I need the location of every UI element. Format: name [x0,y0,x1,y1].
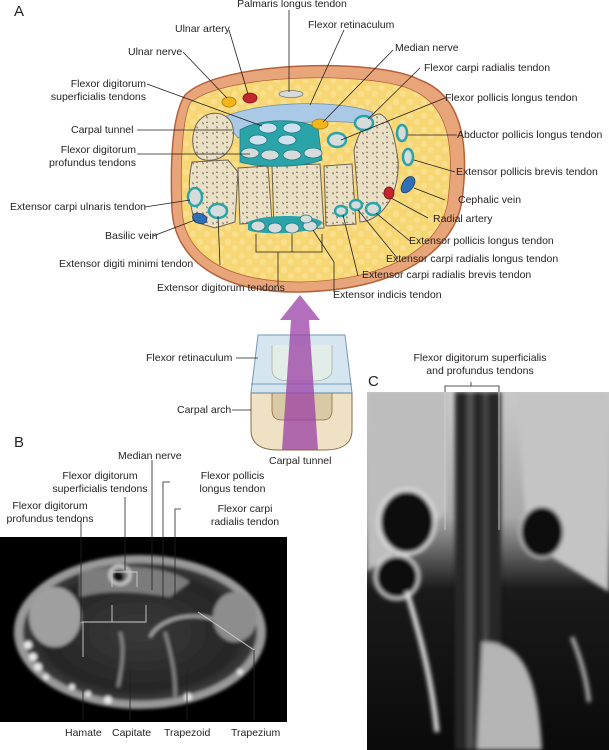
label-hamate: Hamate [65,727,102,739]
panel-a-leader-lines [137,10,457,292]
fcr-tendon [353,114,375,132]
label-fpl-tendon: Flexor pollicis longus tendon [445,92,578,104]
label-ecrb-tendon: Extensor carpi radialis brevis tendon [362,269,532,281]
label-b-fdp-line-2: profundus tendons [6,513,94,525]
label-b-fcr-line-2: radialis tendon [210,516,280,528]
label-c-line-2: and profundus tendons [426,365,534,377]
label-palmaris-longus-tendon: Palmaris longus tendon [237,0,347,10]
epl-tendon [364,201,382,217]
label-fds-line-2: superficialis tendons [50,91,146,103]
mri-coronal-image [367,392,609,750]
ecu-tendon [186,186,204,208]
label-capitate: Capitate [112,727,152,739]
ulnar-artery [242,92,258,104]
flexor-digitorum-tendons [240,122,323,161]
label-basilic-vein: Basilic vein [105,230,158,242]
mri-coronal-render [367,392,609,750]
label-ecu-tendon: Extensor carpi ulnaris tendon [10,201,146,213]
label-ulnar-artery: Ulnar artery [175,23,230,35]
carpal-tunnel-arrow [280,295,320,450]
panel-letter-b: B [14,434,25,451]
label-trapezium: Trapezium [231,727,281,739]
ecrl-tendon [348,198,364,212]
schematic-leader-lines [232,357,258,411]
label-apl-tendon: Abductor pollicis longus tendon [457,129,603,141]
label-epb-tendon: Extensor pollicis brevis tendon [456,166,598,178]
label-b-fpl-line-2: longus tendon [199,483,266,495]
label-fdp-line-1: Flexor digitorum [60,144,136,156]
label-b-median-nerve: Median nerve [118,450,182,462]
ulnar-nerve [221,96,237,108]
radial-artery [383,186,395,200]
label-fds-tendons: Flexor digitorum superficialis tendons [20,78,146,104]
label-c-line-1: Flexor digitorum superficialis [413,352,547,364]
label-epl-tendon: Extensor pollicis longus tendon [409,235,554,247]
label-b-fcr-line-1: Flexor carpi [217,503,273,515]
label-edm-tendon: Extensor digiti minimi tendon [59,258,194,270]
label-median-nerve: Median nerve [395,42,459,54]
label-flexor-retinaculum: Flexor retinaculum [308,19,395,31]
panel-letter-c: C [368,373,379,390]
edm-tendon [207,202,229,220]
label-b-fpl-tendon: Flexor pollicis longus tendon [190,470,275,496]
label-ei-tendon: Extensor indicis tendon [333,289,442,301]
label-b-fds-tendons: Flexor digitorum superficialis tendons [30,470,170,496]
carpal-tunnel-schematic [250,295,353,451]
label-b-fds-line-1: Flexor digitorum [62,470,138,482]
palmaris-longus-tendon [278,90,304,98]
label-carpal-tunnel: Carpal tunnel [71,124,134,136]
label-trapezoid: Trapezoid [164,727,211,739]
fpl-tendon [326,131,348,149]
label-carpal-arch: Carpal arch [177,404,232,416]
ecrb-tendon [333,204,349,218]
label-schematic-carpal-tunnel: Carpal tunnel [269,455,332,467]
label-b-fdp-tendons: Flexor digitorum profundus tendons [0,500,100,526]
label-ed-tendons: Extensor digitorum tendons [157,282,285,294]
mri-axial-leader-lines [81,571,255,657]
epb-tendon [401,147,415,167]
median-nerve [311,118,329,130]
label-radial-artery: Radial artery [433,213,493,225]
panel-letter-a: A [14,3,25,20]
label-c-flexor-tendons: Flexor digitorum superficialis and profu… [395,352,565,378]
label-fcr-tendon: Flexor carpi radialis tendon [424,62,551,74]
cephalic-vein [400,176,416,194]
label-b-fpl-line-1: Flexor pollicis [200,470,265,482]
extensor-digitorum-tendons [250,214,318,234]
label-fdp-tendons: Flexor digitorum profundus tendons [10,144,136,170]
mri-axial-render [14,555,266,709]
label-ulnar-nerve: Ulnar nerve [128,46,183,58]
hamate-hook [192,112,234,161]
label-b-fds-line-2: superficialis tendons [52,483,148,495]
label-ecrl-tendon: Extensor carpi radialis longus tendon [386,253,559,265]
label-schematic-flexor-retinaculum: Flexor retinaculum [146,352,233,364]
label-b-fcr-tendon: Flexor carpi radialis tendon [205,503,285,529]
label-b-fdp-line-1: Flexor digitorum [12,500,88,512]
label-cephalic-vein: Cephalic vein [458,194,522,206]
label-fds-line-1: Flexor digitorum [70,78,146,90]
label-fdp-line-2: profundus tendons [49,157,136,169]
apl-tendon [395,123,409,143]
mri-axial-image [0,537,287,722]
bone-capitate-left [237,165,273,225]
